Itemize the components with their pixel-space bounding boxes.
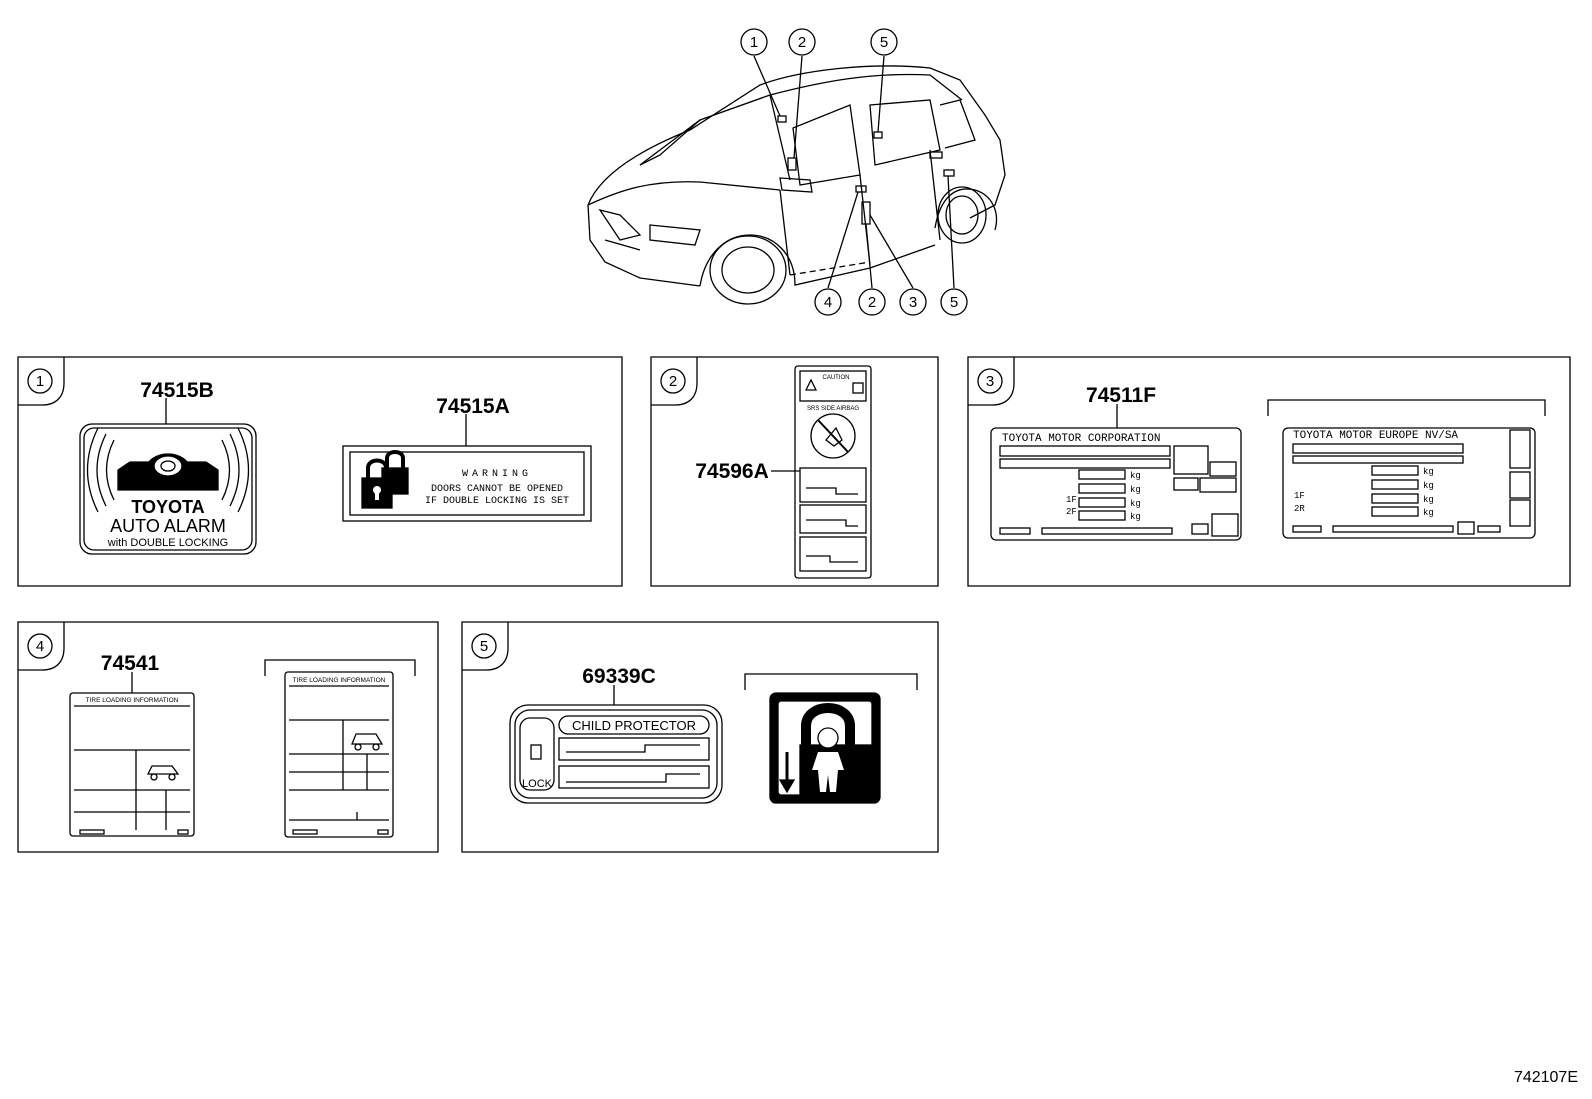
panel-5-frame <box>461 621 939 853</box>
plate-1-kg-2: kg <box>1130 485 1141 495</box>
alarm-brand: TOYOTA <box>131 497 204 517</box>
tire-label-2-title: TIRE LOADING INFORMATION <box>293 677 386 684</box>
part-74515a: 74515A <box>436 395 510 418</box>
panel-4-num-text: 4 <box>36 638 44 655</box>
part-74541: 74541 <box>101 652 160 675</box>
callout-2-bottom <box>858 288 886 316</box>
panel-4-number <box>27 633 53 659</box>
panel-2-frame <box>650 356 939 587</box>
diagram-id: 742107E <box>1513 1069 1578 1086</box>
warn-line-2: IF DOUBLE LOCKING IS SET <box>425 496 569 507</box>
callout-5-bottom <box>940 288 968 316</box>
callout-2-top <box>788 28 816 56</box>
plate-1-title: TOYOTA MOTOR CORPORATION <box>1002 433 1160 445</box>
plate-2-kg-3: kg <box>1423 495 1434 505</box>
warn-title: WARNING <box>462 469 532 480</box>
car-illustration <box>587 28 1006 316</box>
vin-plate-1 <box>990 427 1242 541</box>
panel-5-num-text: 5 <box>480 638 488 655</box>
callout-2-top-num: 2 <box>798 34 806 51</box>
alarm-label <box>79 423 257 555</box>
part-74515b: 74515B <box>140 379 214 402</box>
plate-2-kg-1: kg <box>1423 467 1434 477</box>
plate-1-kg-1: kg <box>1130 471 1141 481</box>
airbag-label <box>794 365 872 579</box>
child-protector-label <box>509 704 723 804</box>
child-lock-icon <box>769 692 881 804</box>
panel-3-number <box>977 368 1003 394</box>
panel-1-frame <box>17 356 623 587</box>
callout-1-top-num: 1 <box>750 34 758 51</box>
callout-3-bottom <box>899 288 927 316</box>
tire-label-1-title: TIRE LOADING INFORMATION <box>86 697 179 704</box>
panel-4-frame <box>17 621 439 853</box>
vin-plate-2 <box>1282 427 1536 539</box>
part-74596a: 74596A <box>695 460 769 483</box>
plate-2-kg-4: kg <box>1423 508 1434 518</box>
lock-label: LOCK <box>522 778 553 790</box>
panel-3-frame <box>967 356 1571 587</box>
panel-2-num-text: 2 <box>669 373 677 390</box>
callout-5-top <box>870 28 898 56</box>
airbag-title: SRS SIDE AIRBAG <box>807 406 859 412</box>
callout-5-bottom-num: 5 <box>950 294 958 311</box>
plate-1-axle-1: 1F <box>1066 495 1077 505</box>
panel-3-alt-bracket <box>1267 399 1546 416</box>
child-title: CHILD PROTECTOR <box>572 718 696 733</box>
callout-4-bottom-num: 4 <box>824 294 832 311</box>
panel-4-alt-bracket <box>264 659 416 676</box>
panel-2-number <box>660 368 686 394</box>
callout-3-bottom-num: 3 <box>909 294 917 311</box>
plate-2-axle-2: 2R <box>1294 504 1305 514</box>
plate-1-axle-2: 2F <box>1066 507 1077 517</box>
plate-2-axle-1: 1F <box>1294 491 1305 501</box>
panel-5-number <box>471 633 497 659</box>
part-69339c: 69339C <box>582 665 656 688</box>
alarm-title: AUTO ALARM <box>110 516 226 536</box>
airbag-caution: CAUTION <box>823 375 850 381</box>
panel-1-number <box>27 368 53 394</box>
callout-1-top <box>740 28 768 56</box>
panel-3-num-text: 3 <box>986 373 994 390</box>
alarm-sub: with DOUBLE LOCKING <box>107 537 228 549</box>
callout-4-bottom <box>814 288 842 316</box>
part-74511f: 74511F <box>1086 384 1156 407</box>
plate-1-kg-4: kg <box>1130 512 1141 522</box>
warn-line-1: DOORS CANNOT BE OPENED <box>431 484 563 495</box>
warning-label <box>342 445 592 522</box>
plate-2-title: TOYOTA MOTOR EUROPE NV/SA <box>1293 430 1458 442</box>
panel-5-alt-bracket <box>744 673 918 690</box>
tire-label-1 <box>69 692 195 837</box>
plate-2-kg-2: kg <box>1423 481 1434 491</box>
plate-1-kg-3: kg <box>1130 499 1141 509</box>
panel-1-num-text: 1 <box>36 373 44 390</box>
callout-5-top-num: 5 <box>880 34 888 51</box>
tire-label-2 <box>284 671 394 838</box>
callout-2-bottom-num: 2 <box>868 294 876 311</box>
